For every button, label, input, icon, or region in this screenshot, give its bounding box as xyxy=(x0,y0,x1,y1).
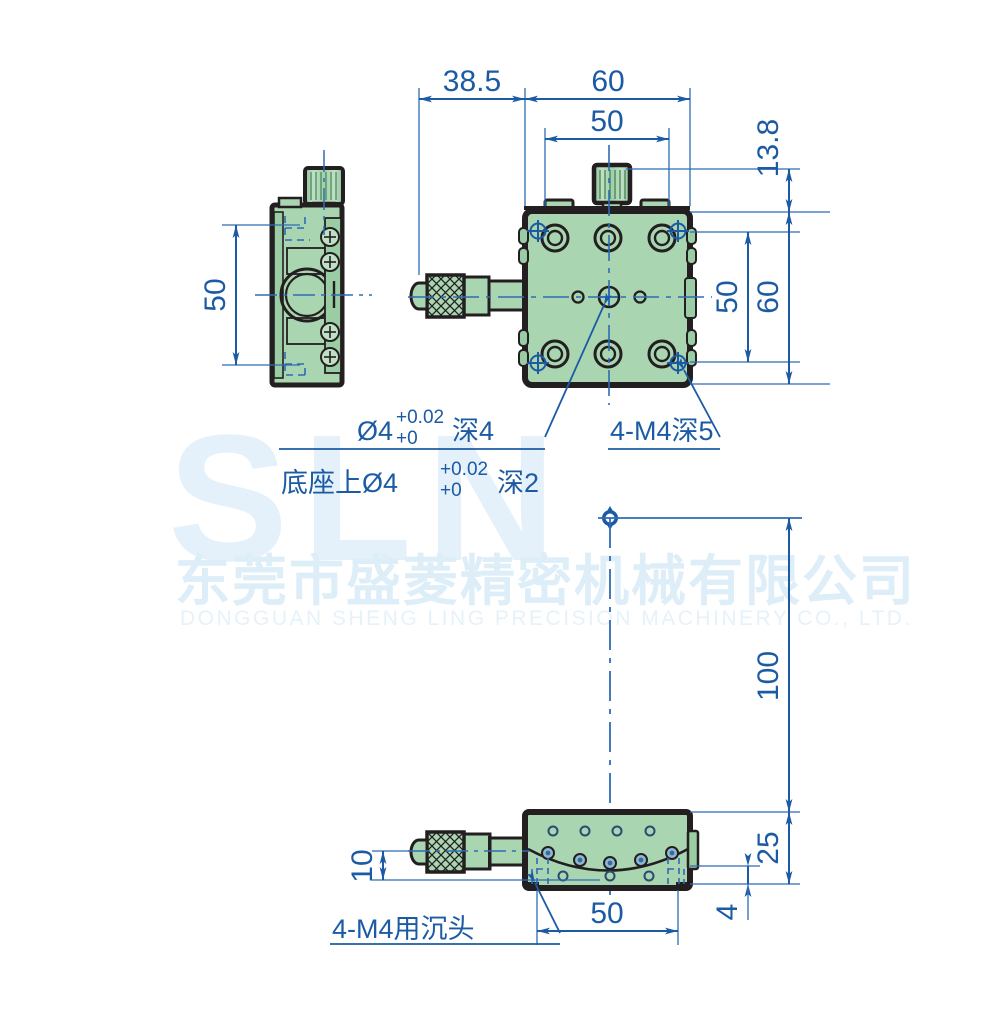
dim-front-10: 10 xyxy=(346,849,387,883)
note-hole-dia-base-depth: 深2 xyxy=(497,468,539,498)
note-hole-dia-base-prefix: 底座上Ø4 xyxy=(281,468,398,498)
top-left-serrations xyxy=(518,227,529,367)
front-micrometer-end-cap xyxy=(409,838,429,866)
front-hole xyxy=(611,825,623,837)
side-top-tab xyxy=(277,196,303,209)
leader-m4-tapped xyxy=(675,357,721,438)
side-knob-knurl xyxy=(310,172,337,200)
note-hole-dia-base-tol-upper: +0.02 xyxy=(440,459,488,480)
front-hole xyxy=(603,856,617,870)
front-view-group xyxy=(408,809,700,891)
top-view-knob xyxy=(591,162,633,214)
dim-height-13-8-label: 13.8 xyxy=(752,119,785,177)
note-hole-dia-base-tol-lower: +0 xyxy=(440,480,462,501)
top-right-serrations xyxy=(684,227,697,367)
front-holes-row1 xyxy=(547,825,656,837)
note-hole-dia-main-prefix: Ø4 xyxy=(357,416,393,446)
note-hole-dia-main-tol-upper: +0.02 xyxy=(396,407,444,428)
front-holes-row2 xyxy=(541,846,679,870)
top-corner-targets xyxy=(527,220,689,374)
side-screw-1 xyxy=(320,227,340,247)
dim-front-25: 25 xyxy=(752,812,793,884)
dim-height-right-60: 60 xyxy=(752,212,793,384)
front-holes-row3 xyxy=(557,870,655,882)
dim-height-13-8: 13.8 xyxy=(752,119,793,212)
front-hole xyxy=(547,825,559,837)
front-hole xyxy=(643,870,655,882)
dim-width-50: 50 xyxy=(545,105,669,143)
dim-front-4-label: 4 xyxy=(711,904,744,921)
leader-center-hole xyxy=(544,292,612,438)
top-view-micrometer xyxy=(409,273,527,319)
front-hidden-lines xyxy=(531,858,685,884)
front-hole xyxy=(541,846,555,860)
dim-front-50-label: 50 xyxy=(590,897,623,930)
side-screw-3 xyxy=(320,322,340,342)
annotation-leaders xyxy=(279,292,721,450)
front-view-micrometer xyxy=(409,830,528,874)
dim-front-50: 50 xyxy=(537,897,678,935)
dim-width-60: 60 xyxy=(525,65,690,103)
top-dim-extension-lines xyxy=(418,88,830,385)
dim-width-60-label: 60 xyxy=(591,65,624,98)
corner-target xyxy=(667,220,689,242)
dim-vertical-100: 100 xyxy=(752,518,793,812)
note-hole-dia-base: 底座上Ø4 +0.02 +0 深2 xyxy=(281,459,539,501)
micrometer-barrel xyxy=(460,275,491,317)
counterbore-hole xyxy=(593,339,623,369)
dim-front-25-label: 25 xyxy=(752,831,785,864)
side-screw-2 xyxy=(320,252,340,272)
side-view-group: 50 xyxy=(199,150,372,388)
counterbore-hole xyxy=(647,339,677,369)
dim-vertical-100-label: 100 xyxy=(752,651,785,701)
dim-front-4: 4 xyxy=(711,853,752,921)
dim-height-right-50: 50 xyxy=(711,232,752,362)
side-screw-4 xyxy=(320,347,340,367)
counterbore-hole xyxy=(593,223,623,253)
watermark-company-cn: 东莞市盛菱精密机械有限公司 xyxy=(175,549,916,613)
dim-height-right-50-label: 50 xyxy=(711,280,744,313)
side-hidden-lines xyxy=(284,216,310,376)
front-hole xyxy=(634,853,648,867)
front-hole xyxy=(644,825,656,837)
front-view-dimensions: 25 4 50 10 xyxy=(346,811,800,945)
front-right-boss xyxy=(686,829,700,871)
watermark-logo: SLN xyxy=(168,398,570,599)
note-hole-dia-main-tol-lower: +0 xyxy=(396,428,418,449)
micrometer-knurled-thimble xyxy=(425,273,466,319)
dim-offset-38-5-label: 38.5 xyxy=(443,65,501,98)
front-hole xyxy=(573,853,587,867)
corner-target xyxy=(527,220,549,242)
corner-target xyxy=(527,352,549,374)
micrometer-sleeve xyxy=(485,279,527,312)
leader-counterbore xyxy=(526,870,561,934)
note-tapped-holes-top: 4-M4深5 xyxy=(610,416,714,446)
note-counterbore-label: 4-M4用沉头 xyxy=(332,914,475,944)
front-hole xyxy=(665,846,679,860)
dim-side-height-50-label: 50 xyxy=(199,278,232,311)
front-micrometer-knurled-thimble xyxy=(425,830,466,874)
side-centerlines xyxy=(255,150,372,296)
watermark-company-en: DONGGUAN SHENG LING PRECISION MACHINERY … xyxy=(180,607,913,630)
counterbore-hole xyxy=(540,339,570,369)
dim-height-right-60-label: 60 xyxy=(752,280,785,313)
note-hole-dia-main-depth: 深4 xyxy=(452,416,494,446)
front-hole xyxy=(604,870,616,882)
dim-side-height-50: 50 xyxy=(199,225,240,365)
side-screws xyxy=(320,227,340,367)
note-counterbore-group: 4-M4用沉头 xyxy=(330,870,561,945)
top-view-dimensions: 38.5 60 50 13.8 50 60 xyxy=(418,65,830,385)
front-hole xyxy=(579,825,591,837)
note-hole-dia-main: Ø4 +0.02 +0 深4 xyxy=(357,407,494,449)
top-centerlines xyxy=(408,145,712,405)
micrometer-end-cap xyxy=(409,281,429,311)
top-knob-knurl xyxy=(599,170,626,199)
dim-offset-38-5: 38.5 xyxy=(419,65,525,103)
dim-width-50-label: 50 xyxy=(590,105,623,138)
dim-front-10-label: 10 xyxy=(346,849,379,882)
center-small-hole-left xyxy=(571,290,585,304)
